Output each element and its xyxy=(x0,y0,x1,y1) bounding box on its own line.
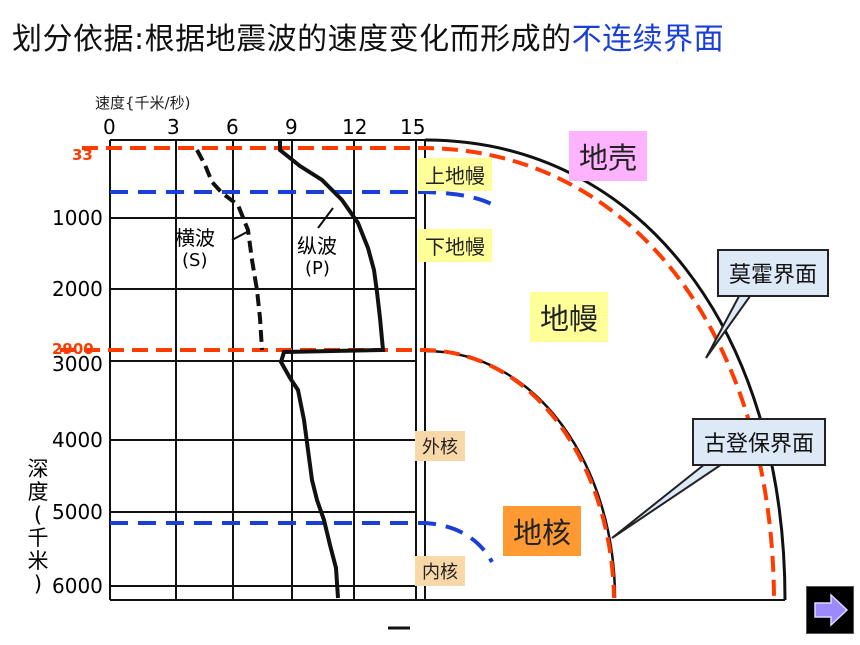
depth-label-char: 度 xyxy=(27,480,49,504)
velocity-tick: 3 xyxy=(167,115,180,139)
upper-mantle-label: 上地幔 xyxy=(418,158,492,191)
velocity-depth-grid xyxy=(109,139,425,601)
depth-label-char: ( xyxy=(33,503,43,527)
velocity-tick: 0 xyxy=(103,115,116,139)
s-wave-label: 横波 xyxy=(175,226,215,250)
moho-callout: 莫霍界面 xyxy=(717,249,830,297)
inner-outer-core-line xyxy=(110,521,494,563)
depth-label-char: 深 xyxy=(27,457,49,481)
gutenberg-boundary-line xyxy=(60,348,616,599)
right-arrow-icon xyxy=(814,593,849,627)
crust-label: 地壳 xyxy=(569,131,648,181)
depth-tick: 1000 xyxy=(52,206,103,230)
title-highlight: 不连续界面 xyxy=(571,22,725,57)
depth-label-char: 千 xyxy=(27,526,49,550)
mantle-label: 地幔 xyxy=(530,292,609,342)
outer-core-label: 外核 xyxy=(415,431,465,461)
s-wave-curve xyxy=(195,149,264,351)
upper-lower-mantle-line xyxy=(110,190,499,209)
earth-surface-arc xyxy=(424,138,787,601)
depth-tick: 3000 xyxy=(52,352,103,376)
depth-tick: 6000 xyxy=(52,574,103,598)
velocity-tick: 12 xyxy=(342,115,368,139)
boundary-dashed-lines xyxy=(60,146,776,599)
gutenberg-callout: 古登保界面 xyxy=(692,418,827,466)
velocity-unit-label: 速度{千米/秒) xyxy=(95,94,191,112)
next-slide-button[interactable] xyxy=(806,586,854,634)
depth-label-char: ) xyxy=(33,572,43,596)
page-title: 划分依据:根据地震波的速度变化而形成的不连续界面 xyxy=(12,14,724,58)
p-wave-symbol: (P) xyxy=(305,258,330,279)
gutenberg-depth-mark: 2900 xyxy=(52,340,94,358)
p-wave-leader xyxy=(317,207,334,229)
depth-tick: 4000 xyxy=(52,428,103,452)
depth-tick: 5000 xyxy=(52,500,103,524)
moho-depth-mark: 33 xyxy=(72,146,93,164)
depth-label-char: 米 xyxy=(27,549,49,573)
velocity-tick: 9 xyxy=(285,115,298,139)
depth-tick: 2000 xyxy=(52,277,103,301)
core-label: 地核 xyxy=(503,506,582,556)
lower-mantle-label: 下地幔 xyxy=(418,229,492,262)
moho-boundary-line xyxy=(82,146,776,599)
p-wave-curve xyxy=(278,140,386,599)
blue-dashed-lines xyxy=(110,190,499,563)
velocity-tick: 6 xyxy=(226,115,239,139)
inner-core-label: 内核 xyxy=(415,556,465,586)
title-prefix: 划分依据:根据地震波的速度变化而形成的 xyxy=(12,22,572,57)
s-wave-leader xyxy=(231,231,248,241)
p-wave-label: 纵波 xyxy=(297,234,337,258)
velocity-tick: 15 xyxy=(400,115,426,139)
depth-axis-label: 深 度 ( 千 米 ) xyxy=(26,458,50,596)
s-wave-symbol: (S) xyxy=(182,250,208,271)
